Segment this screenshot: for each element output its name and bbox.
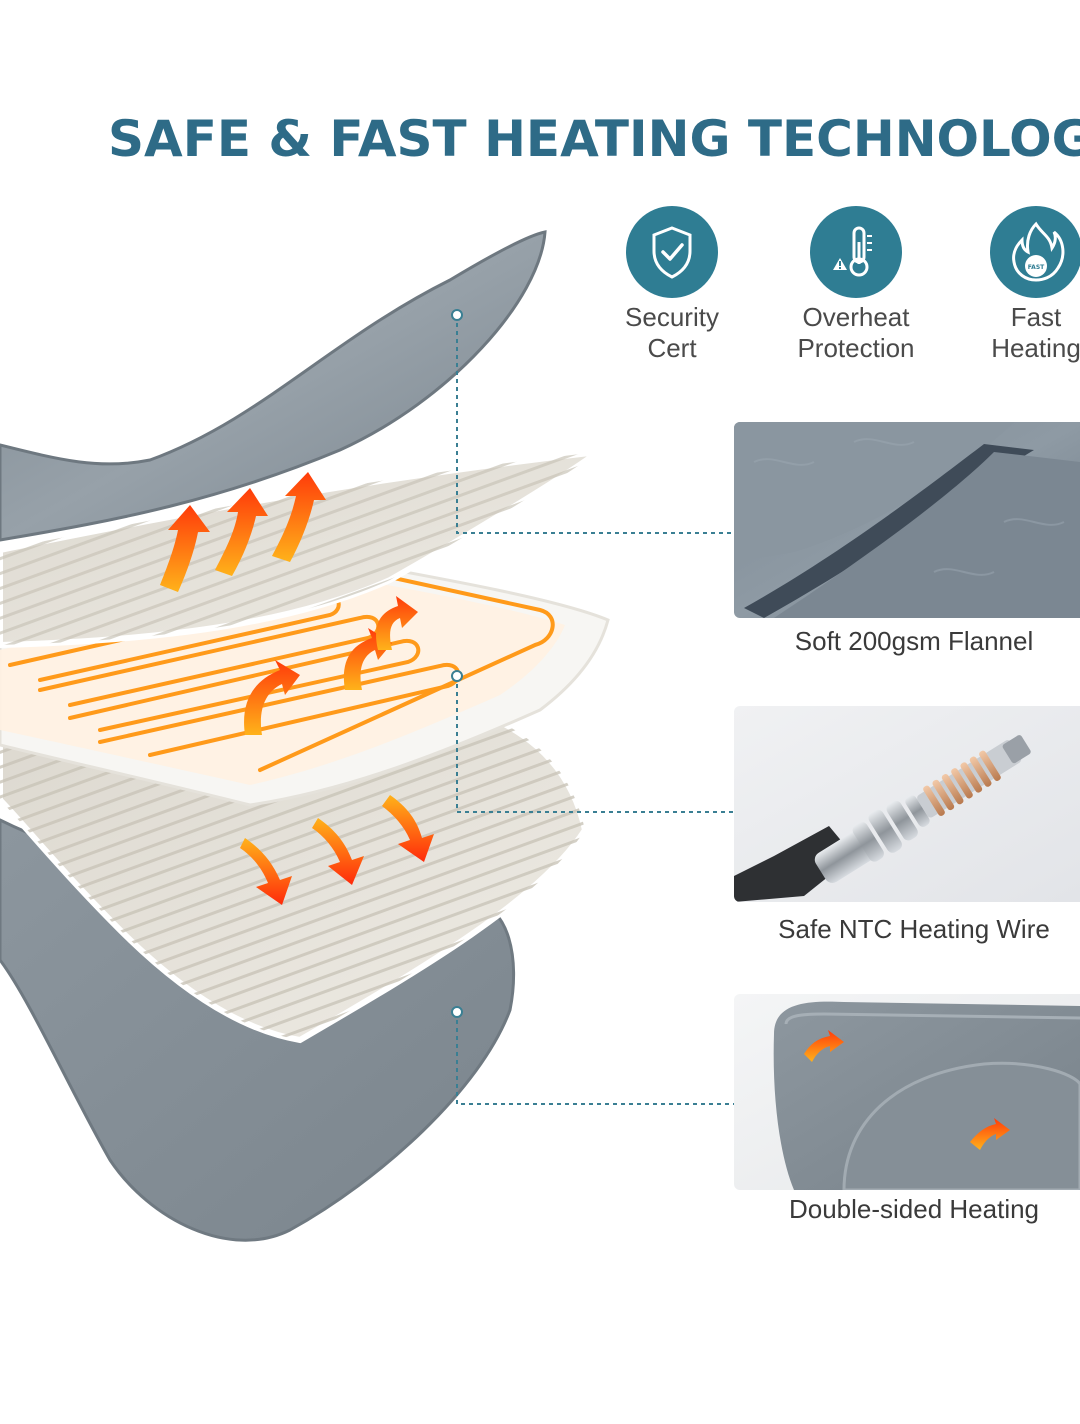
badge-label-fast: Fast Heating <box>991 302 1080 363</box>
top-fabric-layer <box>0 230 547 542</box>
badge-label-security: Security Cert <box>625 302 719 363</box>
feature-caption-flannel: Soft 200gsm Flannel <box>794 626 1034 656</box>
feature-caption-double-sided: Double-sided Heating <box>788 1194 1040 1224</box>
double-sided-photo <box>734 994 1080 1190</box>
fast-badge-text: FAST <box>1028 264 1045 271</box>
shield-check-icon <box>626 206 718 298</box>
layer-illustration <box>0 220 620 1260</box>
flannel-photo <box>734 422 1080 618</box>
flame-fast-icon: FAST <box>990 206 1080 298</box>
thermometer-warning-icon <box>810 206 902 298</box>
lower-insulation-layer <box>0 696 589 1044</box>
heating-wire-photo <box>734 706 1080 902</box>
badge-label-overheat: Overheat Protection <box>797 302 915 363</box>
page-title: SAFE & FAST HEATING TECHNOLOGY <box>108 110 1080 168</box>
feature-caption-heating-wire: Safe NTC Heating Wire <box>778 914 1050 944</box>
